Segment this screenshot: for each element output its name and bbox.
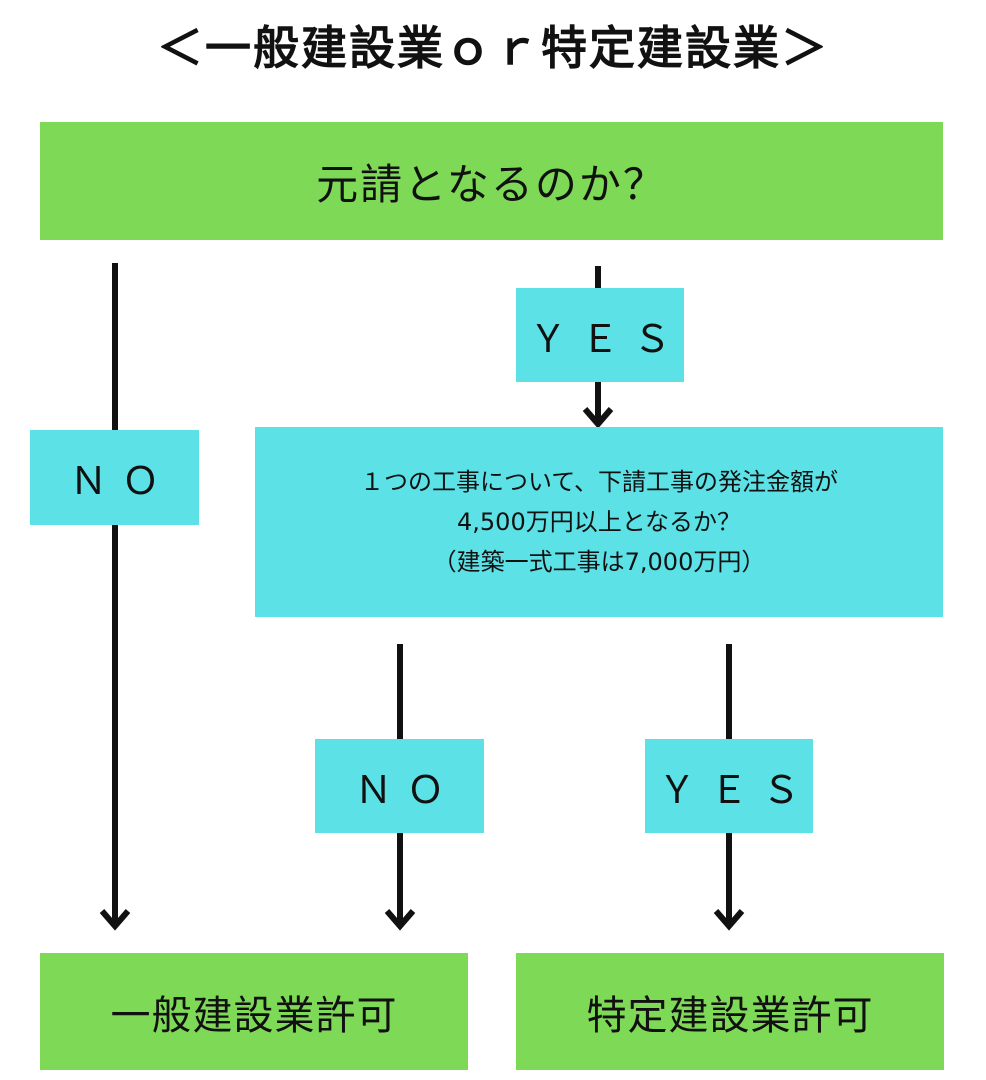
- branch-yes-right-label: ＹＥＳ: [657, 767, 814, 812]
- diagram-title: ＜一般建設業ｏｒ特定建設業＞: [157, 21, 829, 75]
- sub-question-line-1: １つの工事について、下請工事の発注金額が: [359, 468, 839, 496]
- arrow-top-yes-head: [582, 407, 614, 429]
- sub-question-box: １つの工事について、下請工事の発注金額が 4,500万円以上となるか？ （建築一…: [255, 427, 943, 617]
- arrow-left-head: [99, 909, 131, 931]
- branch-no-left-label: ＮＯ: [69, 459, 174, 503]
- arrow-right-yes-head: [713, 909, 745, 931]
- sub-question-line-2: 4,500万円以上となるか？: [457, 508, 741, 536]
- branch-no-mid-label: ＮＯ: [354, 767, 459, 812]
- branch-yes-top: ＹＥＳ: [516, 288, 684, 382]
- result-specific-label: 特定建設業許可: [586, 992, 874, 1039]
- sub-question-line-3: （建築一式工事は7,000万円）: [432, 548, 766, 576]
- result-general-label: 一般建設業許可: [110, 992, 398, 1039]
- branch-no-mid: ＮＯ: [315, 739, 484, 833]
- start-question-text: 元請となるのか？: [316, 159, 667, 209]
- arrow-mid-no-head: [384, 909, 416, 931]
- branch-yes-top-label: ＹＥＳ: [528, 316, 685, 361]
- result-specific-box: 特定建設業許可: [516, 953, 944, 1070]
- branch-no-left: ＮＯ: [30, 430, 199, 525]
- result-general-box: 一般建設業許可: [40, 953, 468, 1070]
- branch-yes-right: ＹＥＳ: [645, 739, 813, 833]
- start-question-box: 元請となるのか？: [40, 122, 943, 240]
